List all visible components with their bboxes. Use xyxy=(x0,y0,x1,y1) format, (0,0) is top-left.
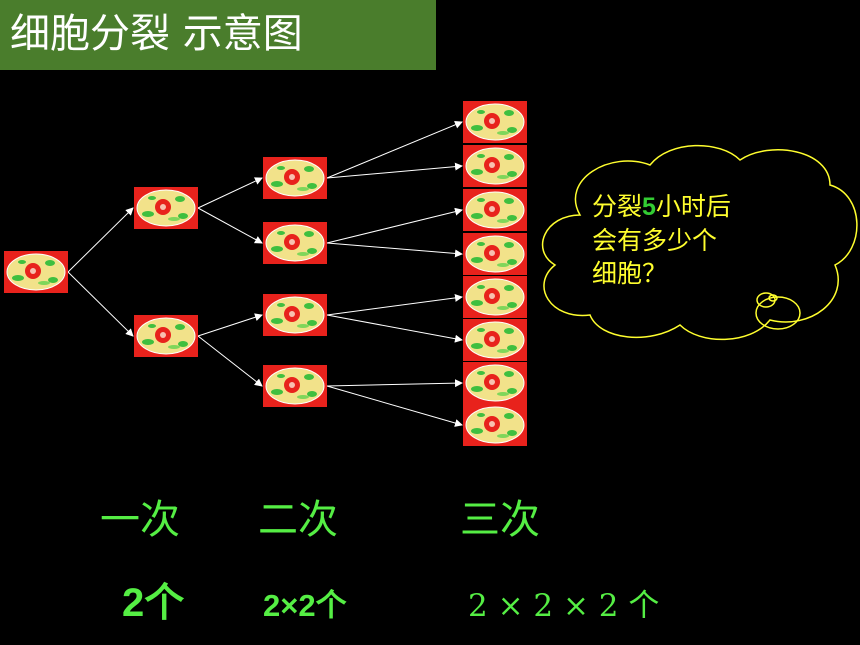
title-bar: 细胞分裂 示意图 xyxy=(0,0,436,70)
arrow xyxy=(197,335,263,387)
arrow xyxy=(326,293,463,316)
arrow xyxy=(326,385,463,427)
cell-icon xyxy=(462,275,528,319)
arrow xyxy=(67,271,134,337)
cell-icon xyxy=(462,100,528,144)
arrow xyxy=(326,162,463,179)
cell-icon xyxy=(3,250,69,294)
cell-icon xyxy=(133,186,199,230)
cell-icon xyxy=(462,144,528,188)
question-text: 分裂5小时后 会有多少个 细胞？ xyxy=(592,192,731,288)
arrow xyxy=(326,120,463,179)
cell-icon xyxy=(462,232,528,276)
division-arrows xyxy=(67,120,463,427)
step-3-label: 三次 xyxy=(460,497,540,543)
arrow xyxy=(326,207,463,244)
page-title: 细胞分裂 示意图 xyxy=(10,11,303,57)
arrow xyxy=(197,207,263,244)
cell-icon xyxy=(262,221,328,265)
cell-icon xyxy=(133,314,199,358)
cloud-bubble xyxy=(541,144,858,341)
step-2-count: 2×2个 xyxy=(263,588,347,623)
cell-icon xyxy=(462,318,528,362)
cell-icon xyxy=(462,403,528,447)
step-1-count: 2个 xyxy=(122,581,185,625)
cell-icon xyxy=(462,361,528,405)
arrow xyxy=(326,379,463,388)
cells xyxy=(3,100,528,447)
cell-icon xyxy=(262,156,328,200)
cell-icon xyxy=(262,293,328,337)
arrow xyxy=(326,242,463,258)
arrow xyxy=(67,207,134,273)
cell-icon xyxy=(462,188,528,232)
step-3-count: 2 × 2 × 2 个 xyxy=(468,588,660,624)
arrow xyxy=(326,314,463,343)
cell-icon xyxy=(262,364,328,408)
step-1-label: 一次 xyxy=(100,497,180,543)
arrow xyxy=(197,177,263,209)
step-2-label: 二次 xyxy=(258,497,338,543)
arrow xyxy=(197,313,263,337)
